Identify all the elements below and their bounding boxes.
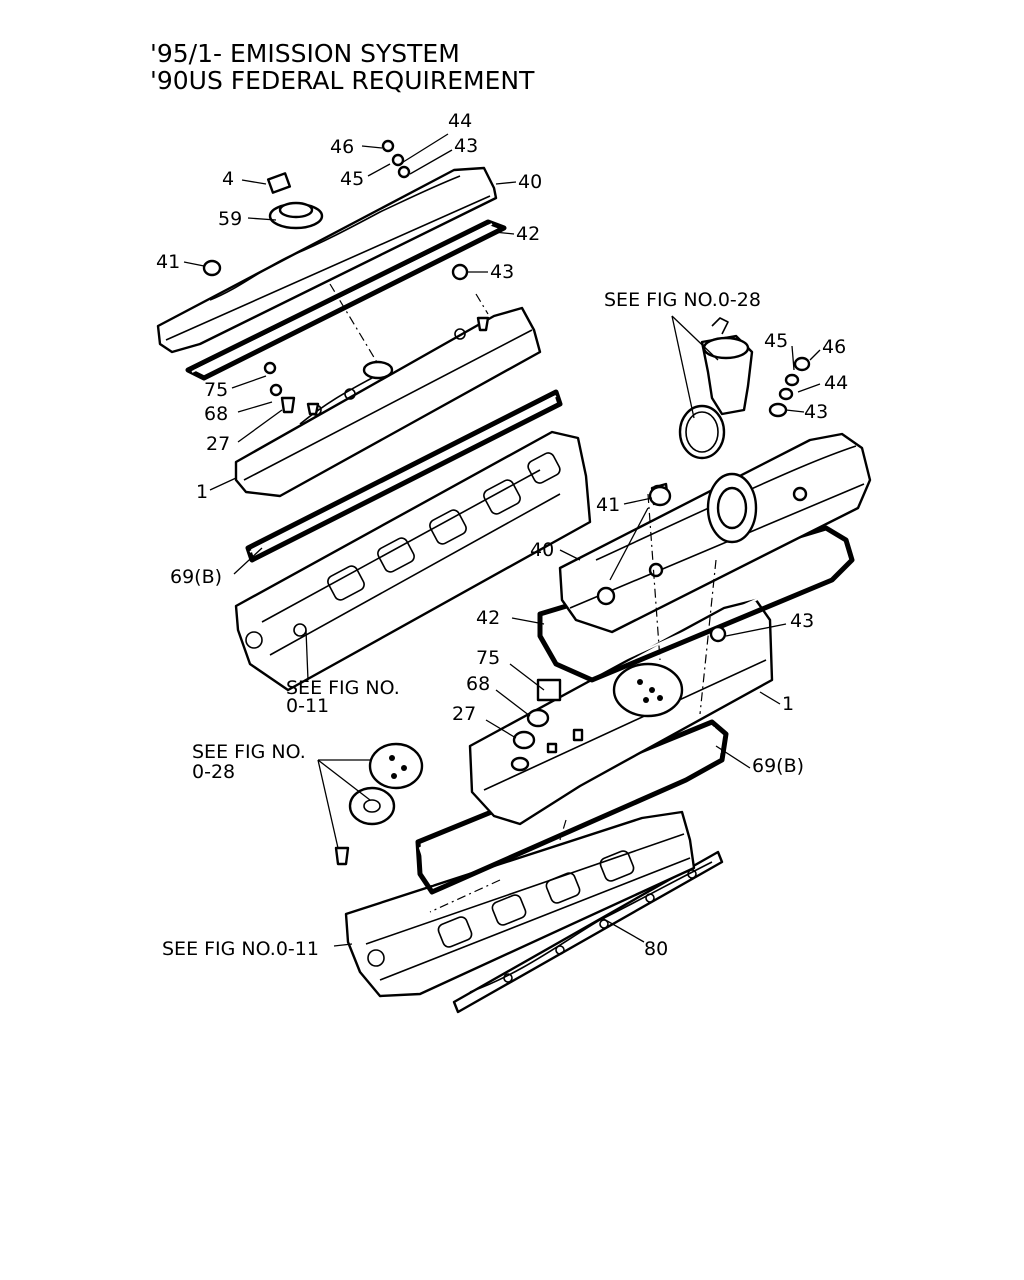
label-43-upper-mid: 43 bbox=[490, 261, 514, 283]
label-46-upper: 46 bbox=[330, 136, 354, 158]
see-fig-head-lower: SEE FIG NO.0-11 bbox=[162, 938, 319, 960]
label-40-upper: 40 bbox=[518, 171, 542, 193]
rocker-cover-1-lower bbox=[468, 598, 774, 826]
label-45-upper: 45 bbox=[340, 168, 364, 190]
fasteners-right bbox=[648, 356, 811, 507]
label-41-upper: 41 bbox=[156, 251, 180, 273]
see-fig-pcv: SEE FIG NO.0-28 bbox=[604, 289, 761, 311]
label-75-upper: 75 bbox=[204, 379, 228, 401]
label-69b-lower: 69(B) bbox=[752, 755, 804, 777]
label-69b-upper: 69(B) bbox=[170, 566, 222, 588]
gasket-69b-upper bbox=[245, 389, 563, 563]
gasket-69b-lower bbox=[415, 719, 729, 895]
label-43-lower-top: 43 bbox=[804, 401, 828, 423]
title-line-2: '90US FEDERAL REQUIREMENT bbox=[150, 66, 535, 95]
label-43-lower-mid: 43 bbox=[790, 610, 814, 632]
label-45-lower: 45 bbox=[764, 330, 788, 352]
oil-filler-cap bbox=[334, 742, 424, 866]
see-fig-oil-l1: SEE FIG NO. bbox=[192, 741, 306, 763]
label-75-lower: 75 bbox=[476, 647, 500, 669]
label-44-lower: 44 bbox=[824, 372, 848, 394]
label-46-lower: 46 bbox=[822, 336, 846, 358]
see-fig-head-upper-l1: SEE FIG NO. bbox=[286, 677, 400, 699]
gasket-42-upper bbox=[185, 219, 507, 381]
rocker-cover-40-upper bbox=[156, 139, 498, 416]
label-42-lower: 42 bbox=[476, 607, 500, 629]
rocker-cover-1-upper bbox=[234, 306, 542, 498]
see-fig-oil-l2: 0-28 bbox=[192, 761, 235, 783]
gasket-80 bbox=[452, 850, 724, 1014]
cylinder-head-lower bbox=[344, 810, 696, 998]
label-68-lower: 68 bbox=[466, 673, 490, 695]
label-41-lower: 41 bbox=[596, 494, 620, 516]
label-27-lower: 27 bbox=[452, 703, 476, 725]
gasket-42-lower bbox=[537, 525, 855, 683]
pcv-valve bbox=[678, 317, 754, 460]
label-1-upper: 1 bbox=[196, 481, 208, 503]
label-40-lower: 40 bbox=[530, 539, 554, 561]
label-4-upper: 4 bbox=[222, 168, 234, 190]
upper-assembly: 46 44 43 45 4 40 59 42 41 43 75 68 27 1 … bbox=[156, 110, 592, 717]
title-line-1: '95/1- EMISSION SYSTEM bbox=[150, 39, 460, 68]
label-1-lower: 1 bbox=[782, 693, 794, 715]
label-44-upper: 44 bbox=[448, 110, 472, 132]
lower-assembly: SEE FIG NO.0-28 45 46 44 43 41 40 42 43 … bbox=[162, 289, 872, 1014]
label-68-upper: 68 bbox=[204, 403, 228, 425]
label-27-upper: 27 bbox=[206, 433, 230, 455]
label-59-upper: 59 bbox=[218, 208, 242, 230]
see-fig-head-upper-l2: 0-11 bbox=[286, 695, 329, 717]
label-80: 80 bbox=[644, 938, 668, 960]
label-42-upper: 42 bbox=[516, 223, 540, 245]
label-43-upper-top: 43 bbox=[454, 135, 478, 157]
